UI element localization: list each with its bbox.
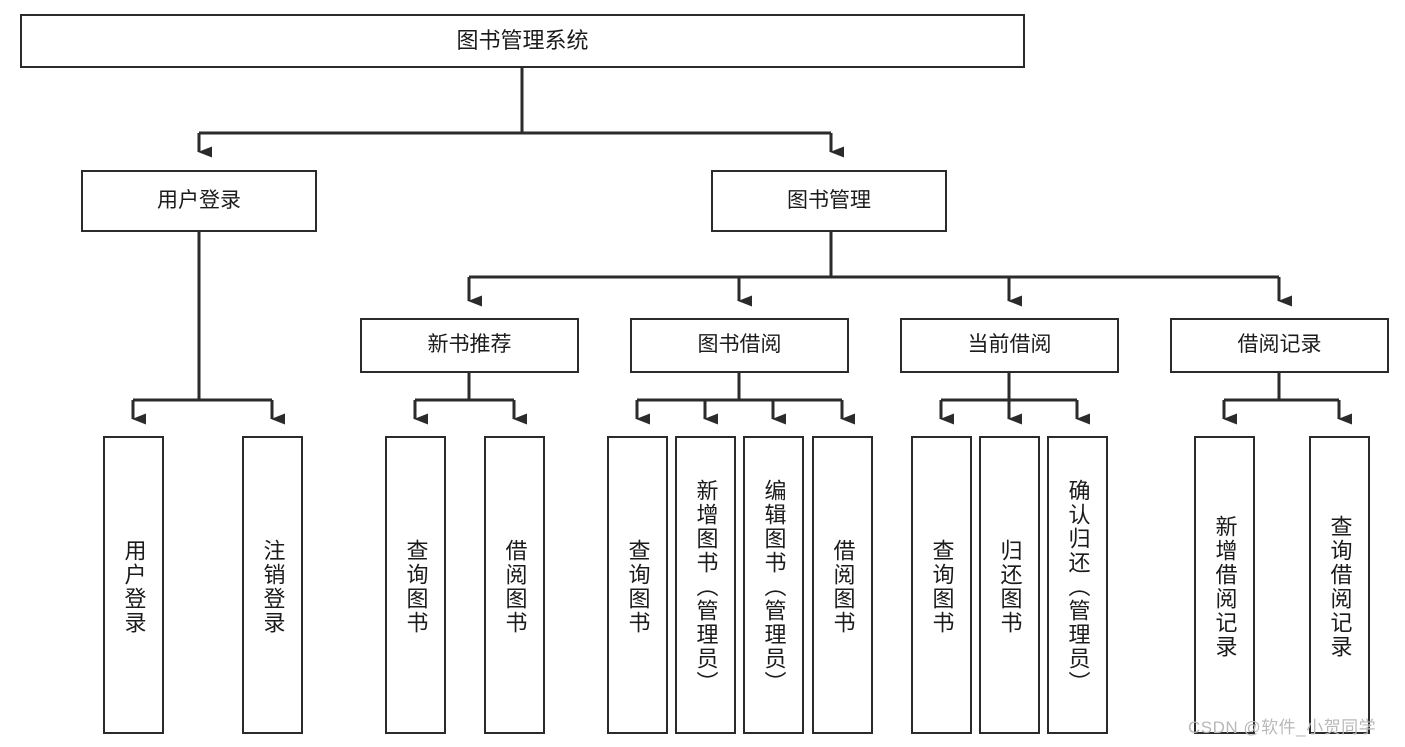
leaf-logout[interactable]: 注销登录 xyxy=(242,436,303,734)
node-label: 用户登录 xyxy=(121,539,147,635)
node-label: 图书管理 xyxy=(787,188,871,212)
node-current-borrow[interactable]: 当前借阅 xyxy=(900,318,1119,373)
node-label: 借阅图书 xyxy=(502,539,528,635)
node-label: 新增图书（管理员） xyxy=(693,479,719,695)
node-label: 注销登录 xyxy=(260,539,286,635)
node-label: 查询图书 xyxy=(929,539,955,635)
node-book-borrow[interactable]: 图书借阅 xyxy=(630,318,849,373)
leaf-query-book-borrow[interactable]: 查询图书 xyxy=(607,436,668,734)
node-label: 查询图书 xyxy=(625,539,651,635)
node-label: 新增借阅记录 xyxy=(1212,515,1238,659)
leaf-confirm-return-admin[interactable]: 确认归还（管理员） xyxy=(1047,436,1108,734)
node-label: 借阅图书 xyxy=(830,539,856,635)
leaf-borrow-book-recommend[interactable]: 借阅图书 xyxy=(484,436,545,734)
leaf-edit-book-admin[interactable]: 编辑图书（管理员） xyxy=(743,436,804,734)
leaf-user-login[interactable]: 用户登录 xyxy=(103,436,164,734)
leaf-query-borrow-record[interactable]: 查询借阅记录 xyxy=(1309,436,1370,734)
node-label: 查询图书 xyxy=(403,539,429,635)
node-new-book-recommend[interactable]: 新书推荐 xyxy=(360,318,579,373)
leaf-return-book[interactable]: 归还图书 xyxy=(979,436,1040,734)
watermark: CSDN @软件_小贺同学 xyxy=(1188,718,1377,737)
node-label: 借阅记录 xyxy=(1237,333,1322,357)
node-label: 当前借阅 xyxy=(967,333,1052,357)
node-label: 编辑图书（管理员） xyxy=(761,479,787,695)
node-label: 新书推荐 xyxy=(427,333,512,357)
node-label: 用户登录 xyxy=(157,188,241,212)
leaf-borrow-book[interactable]: 借阅图书 xyxy=(812,436,873,734)
leaf-add-borrow-record[interactable]: 新增借阅记录 xyxy=(1194,436,1255,734)
node-label: 查询借阅记录 xyxy=(1327,515,1353,659)
node-user-login[interactable]: 用户登录 xyxy=(81,170,317,232)
node-book-management[interactable]: 图书管理 xyxy=(711,170,947,232)
leaf-add-book-admin[interactable]: 新增图书（管理员） xyxy=(675,436,736,734)
node-label: 确认归还（管理员） xyxy=(1065,479,1091,695)
leaf-query-book-current[interactable]: 查询图书 xyxy=(911,436,972,734)
node-label: 图书借阅 xyxy=(697,333,782,357)
node-label: 归还图书 xyxy=(997,539,1023,635)
node-borrow-records[interactable]: 借阅记录 xyxy=(1170,318,1389,373)
node-label: 图书管理系统 xyxy=(456,28,589,54)
leaf-query-book-recommend[interactable]: 查询图书 xyxy=(385,436,446,734)
node-root-book-management-system[interactable]: 图书管理系统 xyxy=(20,14,1025,68)
